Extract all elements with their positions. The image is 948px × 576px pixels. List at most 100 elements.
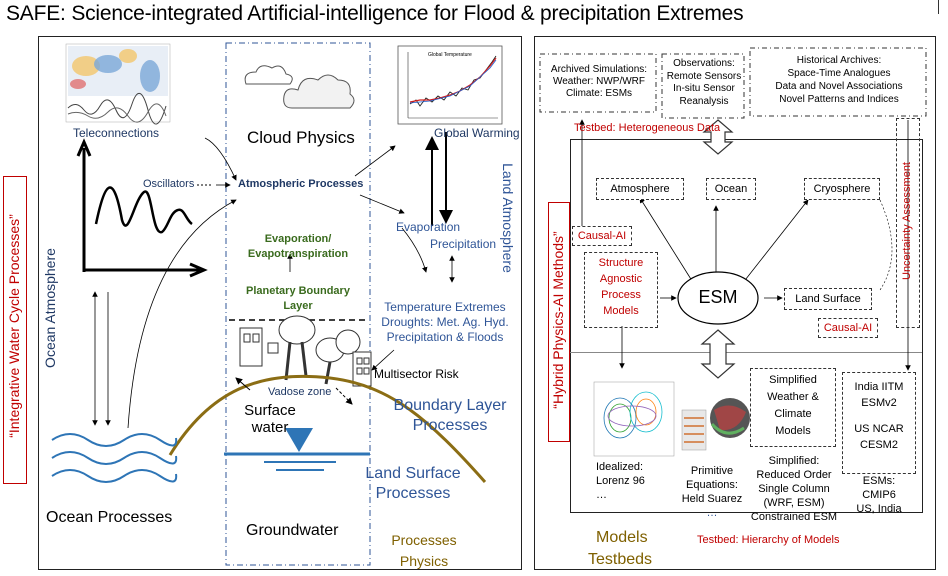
oscillator-plot xyxy=(76,138,208,278)
testbeds-label: Testbeds xyxy=(588,551,653,568)
right-panel xyxy=(534,36,936,570)
hist-line-1: Historical Archives: xyxy=(796,55,882,66)
surface-water-line-1: Surface xyxy=(244,402,296,419)
corner-mark xyxy=(938,0,947,14)
double-arrow-top xyxy=(702,119,734,155)
obs-line-1: Observations: xyxy=(673,58,735,69)
reduced-line-5: Constrained ESM xyxy=(750,511,838,523)
teleconnection-map-image xyxy=(65,43,171,125)
lorenz-attractor-image xyxy=(593,381,675,457)
archived-line-1: Archived Simulations: xyxy=(550,64,648,75)
extremes-label: Temperature Extremes Droughts: Met. Ag. … xyxy=(378,300,512,345)
reduced-line-3: Single Column xyxy=(758,483,830,495)
processes-column-frame xyxy=(225,42,371,566)
hill-curve xyxy=(168,374,487,483)
esm-frame xyxy=(570,139,923,513)
pbl-line-2: Layer xyxy=(283,300,313,312)
hist-line-2: Space-Time Analogues xyxy=(787,68,891,79)
idealized-line-3: … xyxy=(596,489,607,501)
esm-list-line-1: India IITM xyxy=(854,381,904,393)
page-title: SAFE: Science-integrated Artificial-inte… xyxy=(6,2,744,25)
multisector-risk-label: Multisector Risk xyxy=(374,367,459,381)
land-surface-line-1: Land Surface xyxy=(365,465,461,482)
obs-line-4: Reanalysis xyxy=(679,95,729,107)
obs-line-3: In-situ Sensor xyxy=(673,83,735,94)
idealized-label: Idealized: Lorenz 96 … xyxy=(588,460,676,502)
causal-ai-box-right: Causal-AI xyxy=(818,318,878,338)
archived-line-3: Climate: ESMs xyxy=(565,88,633,99)
hist-line-3: Data and Novel Associations xyxy=(775,81,903,92)
oscillators-label: Oscillators xyxy=(143,178,195,190)
global-warming-label: Global Warming xyxy=(434,126,520,140)
precipitation-label: Precipitation xyxy=(430,237,497,251)
simplified-models-box: Simplified Weather & Climate Models xyxy=(750,368,836,447)
simplified-line-4: Models xyxy=(775,425,811,437)
esm-node xyxy=(677,271,759,325)
left-side-label-box xyxy=(3,176,27,484)
evapotranspiration-label: Evaporation/ Evapotranspiration xyxy=(243,232,353,262)
structure-line-4: Models xyxy=(603,305,639,317)
causal-ai-box-left: Causal-AI xyxy=(572,226,632,246)
simplified-line-1: Simplified xyxy=(769,374,817,386)
primitive-line-2: Equations: xyxy=(686,479,738,491)
archived-simulations-box: Archived Simulations: Weather: NWP/WRF C… xyxy=(540,64,658,100)
primitive-line-3: Held Suarez xyxy=(681,493,743,505)
structure-line-3: Process xyxy=(601,289,641,301)
buildings-trees-illustration xyxy=(239,315,372,387)
reduced-order-label: Simplified: Reduced Order Single Column … xyxy=(746,454,842,524)
held-suarez-image xyxy=(681,398,750,451)
esms-cmip6-label: ESMs: CMIP6 US, India xyxy=(846,474,912,516)
reduced-line-2: Reduced Order xyxy=(756,469,832,481)
primitive-label: Primitive Equations: Held Suarez … xyxy=(674,464,750,520)
esm-list-spacer xyxy=(843,411,915,421)
esms-line-2: CMIP6 xyxy=(862,489,896,501)
extremes-line-3: Precipitation & Floods xyxy=(386,330,504,344)
cryosphere-node: Cryosphere xyxy=(804,178,880,200)
pbl-line-1: Planetary Boundary xyxy=(246,285,350,297)
land-surface-line-2: Processes xyxy=(375,485,451,502)
historical-archives-box: Historical Archives: Space-Time Analogue… xyxy=(750,54,928,106)
evapotranspiration-line-1: Evaporation/ xyxy=(264,233,332,245)
boundary-layer-label: Boundary Layer Processes xyxy=(388,396,512,436)
ocean-processes-label: Ocean Processes xyxy=(46,509,173,526)
water-table-icon xyxy=(224,428,370,471)
double-arrow-bottom xyxy=(700,329,736,379)
cloud-icons xyxy=(244,65,355,109)
primitive-line-4: … xyxy=(706,507,718,519)
mid-divider xyxy=(570,352,922,353)
structure-line-1: Structure xyxy=(598,257,644,269)
uncertainty-box xyxy=(896,118,920,328)
observations-box: Observations: Remote Sensors In-situ Sen… xyxy=(662,58,746,108)
idealized-line-1: Idealized: xyxy=(596,461,644,473)
esm-list-line-2: ESMv2 xyxy=(861,397,897,409)
atmosphere-node: Atmosphere xyxy=(596,178,684,200)
reduced-line-1: Simplified: xyxy=(768,455,820,467)
simplified-line-3: Climate xyxy=(774,408,812,420)
processes-physics-label: Processes Physics xyxy=(385,530,463,572)
reduced-line-4: (WRF, ESM) xyxy=(763,497,825,509)
hist-line-4: Novel Patterns and Indices xyxy=(779,94,899,105)
esm-list-box: India IITM ESMv2 US NCAR CESM2 xyxy=(842,372,916,474)
vadose-zone-label: Vadose zone xyxy=(268,386,332,398)
esm-list-line-3: US NCAR xyxy=(854,423,904,435)
processes-physics-line-2: Physics xyxy=(399,553,449,569)
archived-line-2: Weather: NWP/WRF xyxy=(552,76,646,87)
esm-label: ESM xyxy=(698,287,738,307)
ocean-node: Ocean xyxy=(706,178,756,200)
idealized-line-2: Lorenz 96 xyxy=(596,475,645,487)
primitive-line-1: Primitive xyxy=(690,465,734,477)
land-surface-node: Land Surface xyxy=(784,288,872,310)
esms-line-1: ESMs: xyxy=(862,475,896,487)
surface-water-line-2: water xyxy=(251,419,289,436)
left-panel xyxy=(38,36,522,570)
ocean-waves-icon xyxy=(51,433,178,483)
teleconnections-label: Teleconnections xyxy=(73,126,160,140)
land-surface-label: Land Surface Processes xyxy=(358,464,468,504)
testbed-heterogeneous-label: Testbed: Heterogeneous Data xyxy=(574,122,721,134)
structure-line-2: Agnostic xyxy=(599,273,643,285)
gw-chart-title: Global Temperature xyxy=(428,52,472,58)
right-side-label-box xyxy=(548,202,570,442)
obs-line-2: Remote Sensors xyxy=(666,70,742,82)
